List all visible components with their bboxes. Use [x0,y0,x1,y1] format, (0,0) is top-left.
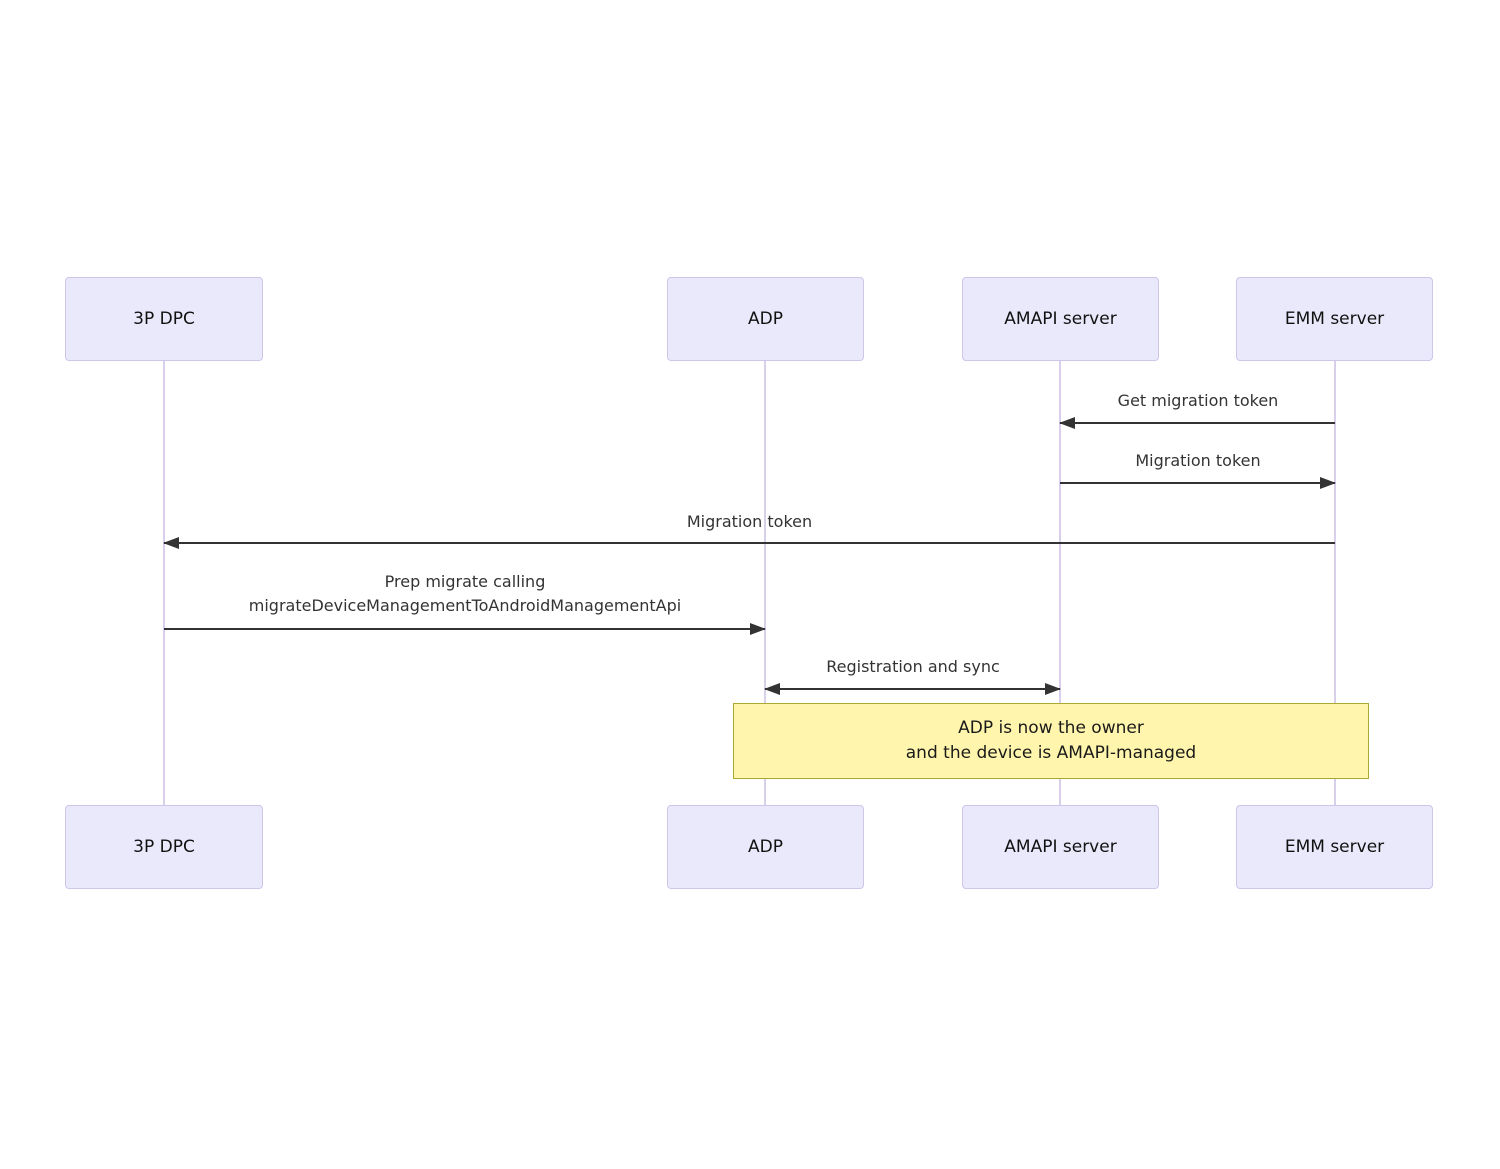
arrowhead-left-icon [163,537,179,549]
actor-label: ADP [748,309,783,329]
actor-bottom-emm-server: EMM server [1236,805,1433,889]
actor-label: 3P DPC [133,837,195,857]
actor-top-emm-server: EMM server [1236,277,1433,361]
message-arrow-migration-token-2 [163,537,1335,549]
arrowhead-right-icon [750,623,766,635]
arrowhead-left-icon [1059,417,1075,429]
arrowhead-left-icon [764,683,780,695]
lifeline-amapi-server [1059,361,1061,805]
actor-label: 3P DPC [133,309,195,329]
actor-label: ADP [748,837,783,857]
message-arrow-get-migration-token [1059,417,1335,429]
message-label-line-2: migrateDeviceManagementToAndroidManageme… [248,596,682,615]
message-label-migration-token-2: Migration token [686,512,813,531]
message-arrow-migration-token-1 [1060,477,1336,489]
actor-label: EMM server [1284,309,1385,329]
lifeline-3p-dpc [163,361,165,805]
actor-label: AMAPI server [1004,837,1117,857]
actor-bottom-adp: ADP [667,805,864,889]
note-adp-owner: ADP is now the owner and the device is A… [733,703,1369,779]
actor-bottom-3p-dpc: 3P DPC [65,805,263,889]
message-label-line-1: Prep migrate calling [384,572,546,591]
lifeline-adp [764,361,766,805]
actor-label: EMM server [1284,837,1385,857]
note-line-2: and the device is AMAPI-managed [905,743,1197,763]
actor-top-amapi-server: AMAPI server [962,277,1159,361]
message-label-migration-token-1: Migration token [1135,451,1261,470]
arrowhead-right-icon [1320,477,1336,489]
actor-bottom-amapi-server: AMAPI server [962,805,1159,889]
note-line-1: ADP is now the owner [958,718,1144,738]
message-label-get-migration-token: Get migration token [1117,391,1279,410]
message-label-prep-migrate: Prep migrate calling migrateDeviceManage… [164,570,766,618]
message-label-registration-and-sync: Registration and sync [826,657,1000,676]
actor-top-adp: ADP [667,277,864,361]
message-arrow-prep-migrate [164,623,766,635]
arrowhead-right-icon [1045,683,1061,695]
message-arrow-registration-and-sync [764,683,1061,695]
actor-label: AMAPI server [1004,309,1117,329]
actor-top-3p-dpc: 3P DPC [65,277,263,361]
lifeline-emm-server [1334,361,1336,805]
